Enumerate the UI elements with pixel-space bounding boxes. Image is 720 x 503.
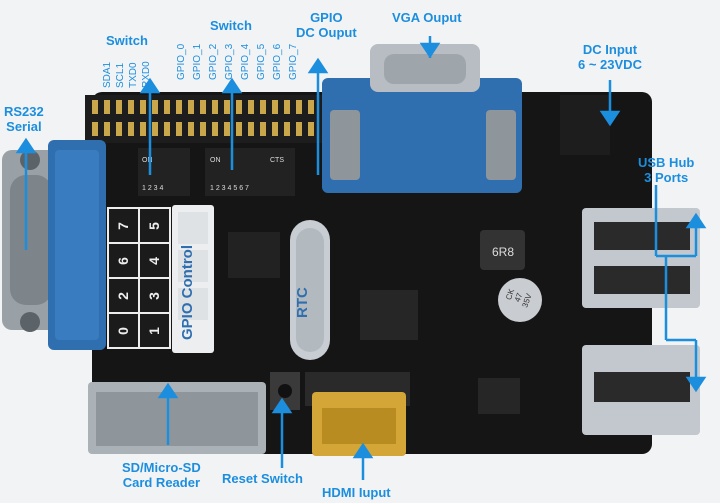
pin-label: RXD0 bbox=[141, 61, 152, 88]
keypad-key: 5 bbox=[146, 222, 162, 230]
gpio-dc-output-label: GPIO DC Ouput bbox=[296, 10, 357, 40]
rtc-battery bbox=[290, 220, 330, 360]
rs232-serial-label: RS232 Serial bbox=[4, 104, 44, 134]
pin-label: GPIO_0 bbox=[176, 43, 187, 80]
chip bbox=[228, 232, 280, 278]
pin-label: GPIO_7 bbox=[288, 43, 299, 80]
capacitor bbox=[498, 278, 542, 322]
dc-input-label: DC Input 6 ~ 23VDC bbox=[578, 42, 642, 72]
pin-label: SCL1 bbox=[115, 62, 126, 88]
dip-right-cts-mark: CTS bbox=[270, 157, 284, 164]
inductor bbox=[480, 230, 525, 270]
vga-output-label: VGA Ouput bbox=[392, 10, 462, 25]
pin-label: GPIO_5 bbox=[256, 43, 267, 80]
pin-label: SDA1 bbox=[102, 61, 113, 88]
pin-label: GPIO_4 bbox=[240, 43, 251, 80]
gpio-terminal-block bbox=[172, 205, 214, 353]
dip-left-marks: 1 2 3 4 bbox=[142, 185, 164, 192]
usb-port-stack bbox=[582, 208, 700, 435]
rtc-label: RTC bbox=[294, 287, 311, 318]
sd-card-reader bbox=[88, 382, 266, 454]
pin-label: GPIO_1 bbox=[192, 43, 203, 80]
keypad-key: 6 bbox=[115, 257, 131, 265]
annotation-lines bbox=[15, 36, 707, 480]
pin-label: GPIO_2 bbox=[208, 43, 219, 80]
gpio-header bbox=[85, 95, 330, 143]
vga-connector bbox=[322, 44, 522, 193]
pin-label: TXD0 bbox=[128, 62, 139, 88]
keypad-key: 3 bbox=[146, 292, 162, 300]
keypad-key: 2 bbox=[115, 292, 131, 300]
keypad-key: 7 bbox=[115, 222, 131, 230]
keypad-key: 0 bbox=[115, 327, 131, 335]
pin-label: GPIO_6 bbox=[272, 43, 283, 80]
inductor-label: 6R8 bbox=[492, 245, 514, 259]
reset-switch-label: Reset Switch bbox=[222, 471, 303, 486]
sd-card-reader-label: SD/Micro-SD Card Reader bbox=[122, 460, 201, 490]
rs232-connector bbox=[2, 140, 106, 350]
dip-left-on-mark: ON bbox=[142, 157, 153, 164]
switch-right-label: Switch bbox=[210, 18, 252, 33]
keypad-key: 1 bbox=[146, 327, 162, 335]
pin-label: GPIO_3 bbox=[224, 43, 235, 80]
usb-hub-label: USB Hub 3 Ports bbox=[638, 155, 695, 185]
chip bbox=[478, 378, 520, 414]
hdmi-connector bbox=[305, 372, 410, 456]
dip-right-marks: 1 2 3 4 5 6 7 bbox=[210, 185, 249, 192]
keypad-key: 4 bbox=[146, 257, 162, 265]
chip bbox=[360, 290, 418, 340]
dip-switch-left: ON 1 2 3 4 bbox=[138, 148, 190, 196]
gpio-control-label: GPIO Control bbox=[179, 245, 196, 340]
dip-switch-right: ON CTS 1 2 3 4 5 6 7 bbox=[205, 148, 295, 196]
dip-right-on-mark: ON bbox=[210, 157, 221, 164]
dc-jack bbox=[560, 95, 610, 155]
switch-left-label: Switch bbox=[106, 33, 148, 48]
gpio-keypad bbox=[107, 207, 171, 349]
hdmi-input-label: HDMI Iuput bbox=[322, 485, 391, 500]
